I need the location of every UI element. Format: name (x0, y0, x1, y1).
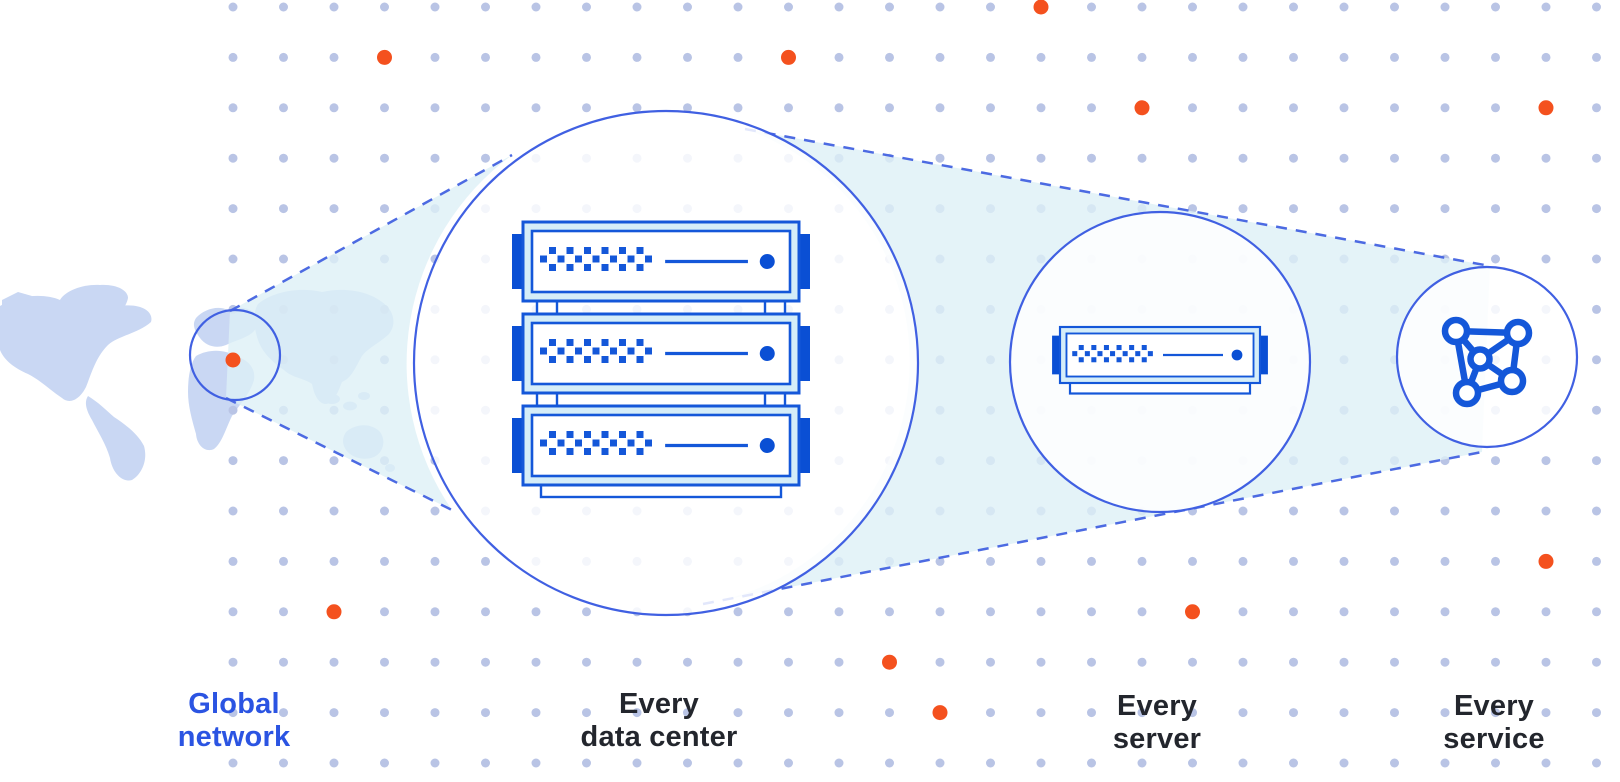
server-illustrations (512, 220, 1268, 499)
stage-label-every-service: Every service (1443, 690, 1544, 756)
dashed-guide-lower-left (225, 396, 453, 512)
label-line: data center (580, 721, 738, 753)
label-line: Every (1453, 690, 1535, 722)
stage-label-every-server: Every server (1113, 690, 1201, 756)
dashed-guide-upper-left (229, 153, 513, 313)
north-america-landmass (0, 295, 152, 401)
dashed-guides (225, 127, 1491, 606)
alaska-islands (2, 292, 32, 312)
location-dot (225, 352, 241, 368)
label-line: server (1112, 723, 1202, 755)
label-line: Global (188, 688, 280, 720)
label-line: Every (618, 688, 699, 720)
greenland-landmass (59, 284, 128, 322)
dashed-guide-lower-right (702, 450, 1483, 606)
label-line: network (177, 721, 291, 753)
network-mesh-icon (1441, 316, 1533, 408)
label-line: Every (1116, 690, 1198, 722)
zoom-cone-left (226, 155, 512, 510)
dashed-guide-upper-right (744, 127, 1491, 268)
south-america-landmass (85, 396, 146, 481)
map-focus-circle (188, 308, 282, 402)
label-line: service (1443, 723, 1545, 755)
stage-label-every-data-center: Every data center (581, 688, 738, 754)
stage-label-global-network: Global network (178, 688, 291, 754)
